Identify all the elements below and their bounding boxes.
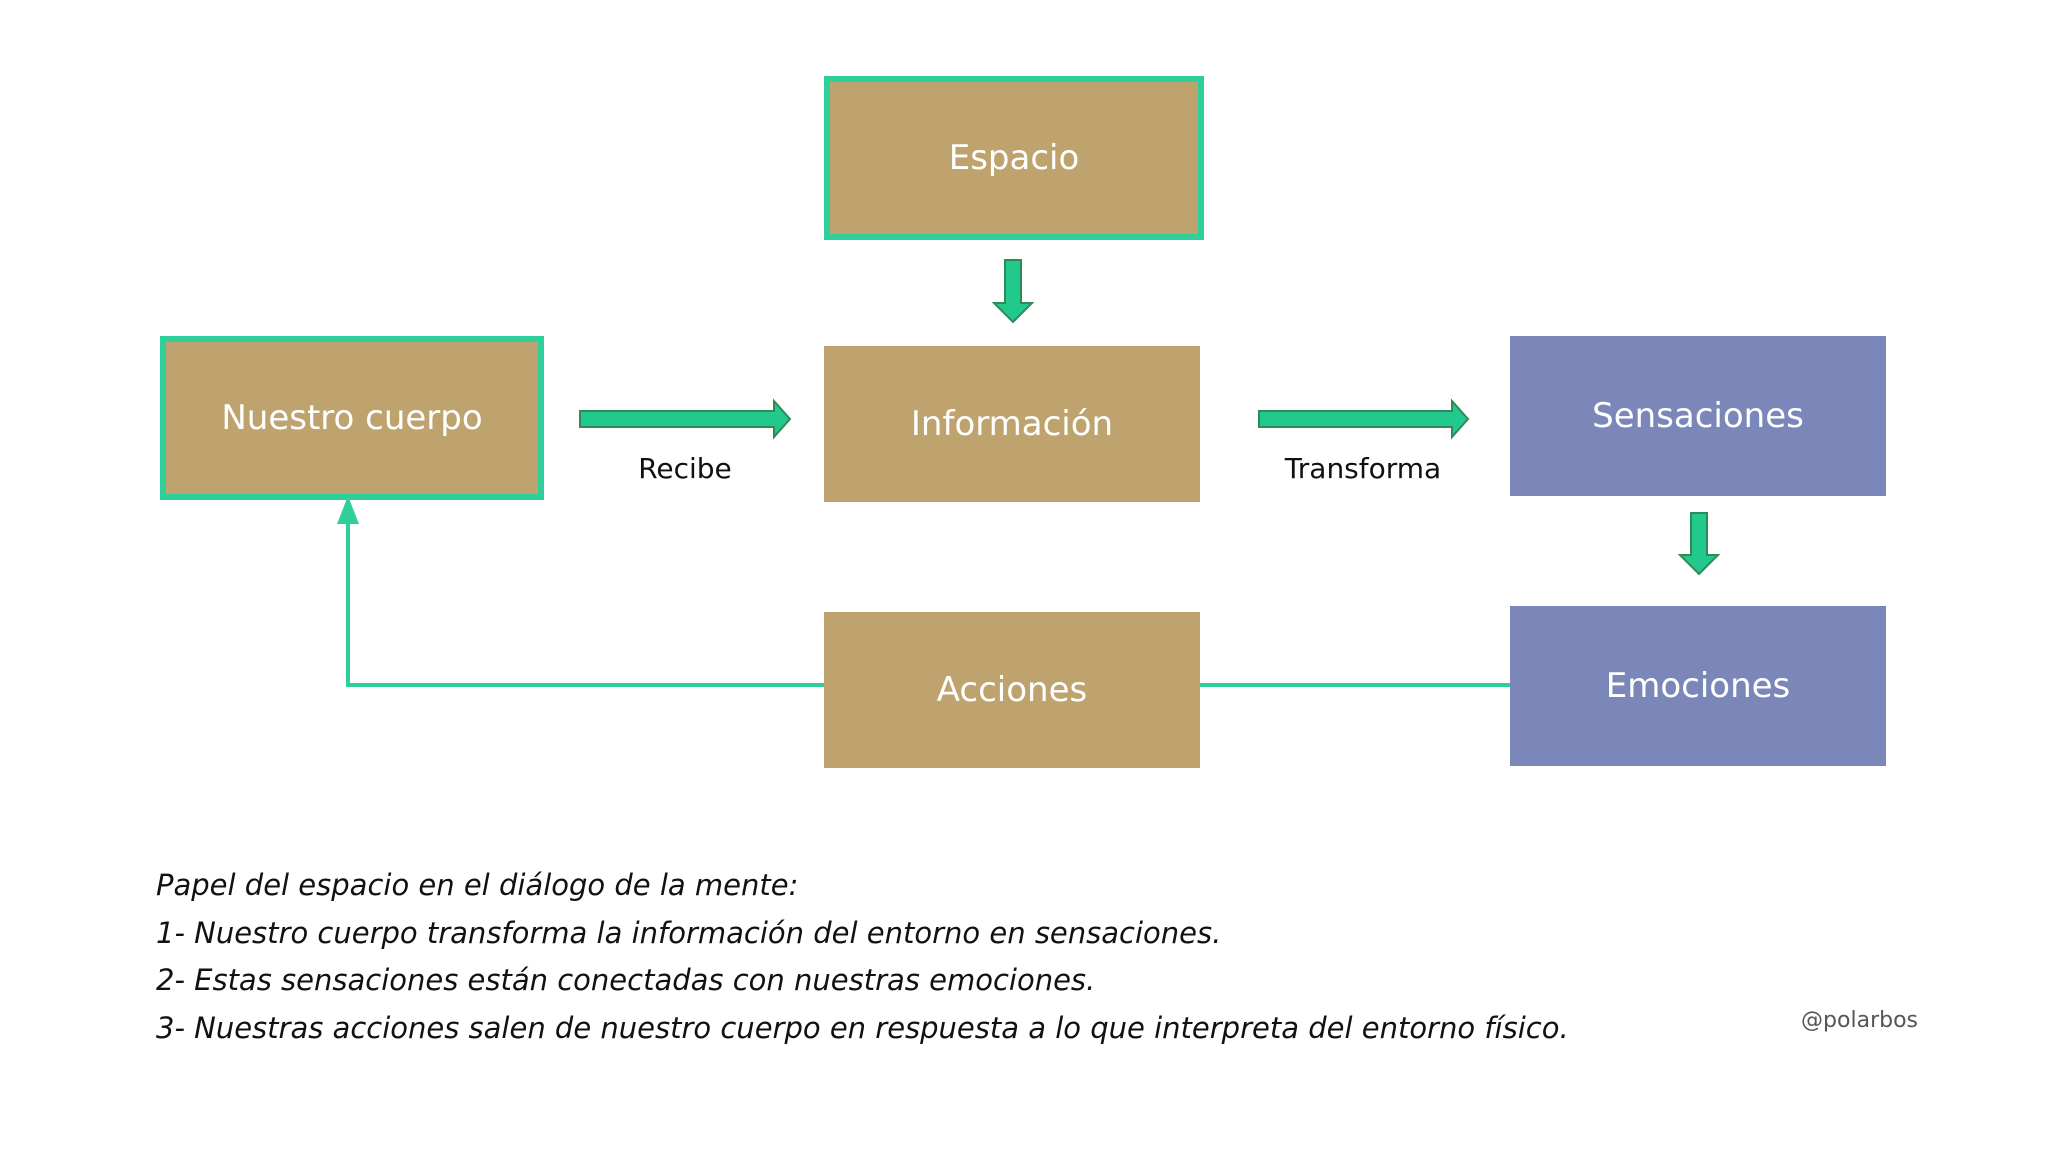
arrow-right-transforma bbox=[1258, 398, 1470, 440]
arrowhead-up-cuerpo bbox=[337, 496, 359, 524]
arrow-right-recibe bbox=[579, 398, 792, 440]
notes-item-3: 3- Nuestras acciones salen de nuestro cu… bbox=[156, 1010, 1569, 1045]
notes-block: Papel del espacio en el diálogo de la me… bbox=[156, 862, 1676, 1052]
node-sensaciones: Sensaciones bbox=[1510, 336, 1886, 496]
node-acciones-label: Acciones bbox=[936, 670, 1088, 710]
node-informacion: Información bbox=[824, 346, 1200, 502]
notes-item-1: 1- Nuestro cuerpo transforma la informac… bbox=[156, 915, 1222, 950]
node-acciones: Acciones bbox=[824, 612, 1200, 768]
edge-label-transforma: Transforma bbox=[1284, 452, 1442, 485]
node-espacio: Espacio bbox=[824, 76, 1204, 240]
node-nuestro-cuerpo: Nuestro cuerpo bbox=[160, 336, 544, 500]
node-sensaciones-label: Sensaciones bbox=[1592, 396, 1804, 436]
node-emociones: Emociones bbox=[1510, 606, 1886, 766]
arrow-down-sensaciones bbox=[1677, 512, 1721, 576]
edge-label-recibe: Recibe bbox=[638, 452, 732, 485]
notes-item-2: 2- Estas sensaciones están conectadas co… bbox=[156, 963, 1096, 997]
arrow-down-espacio bbox=[991, 259, 1035, 324]
node-espacio-label: Espacio bbox=[948, 138, 1080, 178]
node-nuestro-cuerpo-label: Nuestro cuerpo bbox=[221, 398, 483, 438]
connector-acciones-cuerpo bbox=[346, 520, 824, 687]
notes-title: Papel del espacio en el diálogo de la me… bbox=[156, 868, 799, 902]
credit-handle: @polarbos bbox=[1801, 1008, 1918, 1033]
node-emociones-label: Emociones bbox=[1605, 666, 1791, 706]
node-informacion-label: Información bbox=[910, 404, 1114, 444]
